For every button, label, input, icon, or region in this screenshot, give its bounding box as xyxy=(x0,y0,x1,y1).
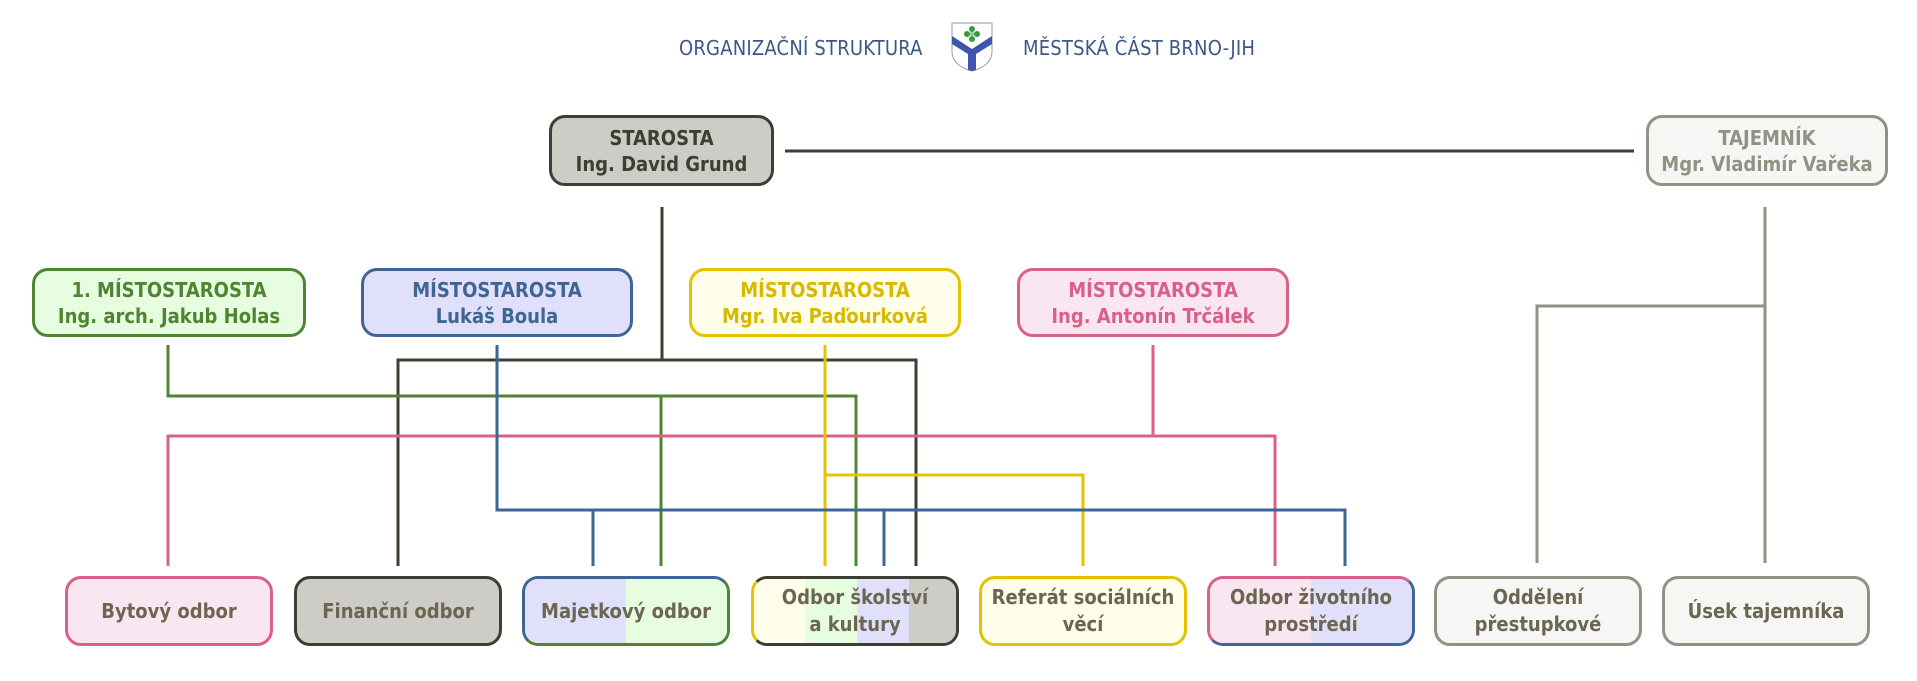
dept-oddeleni-prestupkove: Oddělení přestupkové xyxy=(1434,576,1642,646)
dept-financni-odbor: Finanční odbor xyxy=(294,576,502,646)
dept-majetkovy-odbor: Majetkový odbor xyxy=(522,576,730,646)
deputy-role: MÍSTOSTAROSTA xyxy=(740,277,910,302)
connector-tajemnik-tree xyxy=(1535,207,1767,563)
tajemnik-role: TAJEMNÍK xyxy=(1718,125,1816,150)
deputy-box-padourkova: MÍSTOSTAROSTA Mgr. Iva Paďourková xyxy=(689,268,961,337)
deputy-role: MÍSTOSTAROSTA xyxy=(412,277,582,302)
deputy-name: Mgr. Iva Paďourková xyxy=(721,303,929,328)
deputy-name: Ing. arch. Jakub Holas xyxy=(57,303,281,328)
deputy-role: 1. MÍSTOSTAROSTA xyxy=(71,277,267,302)
dept-bytovy-odbor: Bytový odbor xyxy=(65,576,273,646)
dept-odbor-zivotniho-prostredi: Odbor životního prostředí xyxy=(1207,576,1415,646)
org-structure-title: ORGANIZAČNÍ STRUKTURA xyxy=(679,36,923,60)
city-district-coat-of-arms-icon xyxy=(951,22,993,72)
tajemnik-box: TAJEMNÍK Mgr. Vladimír Vařeka xyxy=(1646,115,1888,186)
connector-green-tree xyxy=(166,345,858,566)
deputy-box-boula: MÍSTOSTAROSTA Lukáš Boula xyxy=(361,268,633,337)
starosta-name: Ing. David Grund xyxy=(575,151,748,176)
deputy-name: Ing. Antonín Trčálek xyxy=(1051,303,1255,328)
dept-referat-socialnich-veci: Referát sociálních věcí xyxy=(979,576,1187,646)
district-name-title: MĚSTSKÁ ČÁST BRNO-JIH xyxy=(1023,36,1256,60)
deputy-name: Lukáš Boula xyxy=(435,303,559,328)
connector-yellow-tree xyxy=(823,345,1085,566)
deputy-box-holas: 1. MÍSTOSTAROSTA Ing. arch. Jakub Holas xyxy=(32,268,306,337)
deputy-box-trcalek: MÍSTOSTAROSTA Ing. Antonín Trčálek xyxy=(1017,268,1289,337)
starosta-role: STAROSTA xyxy=(609,125,714,150)
dept-odbor-skolstvi: Odbor školství a kultury xyxy=(751,576,959,646)
connector-starosta-tree xyxy=(396,207,918,566)
page-header: ORGANIZAČNÍ STRUKTURA MĚSTSKÁ ČÁST BRNO-… xyxy=(0,22,1917,74)
starosta-box: STAROSTA Ing. David Grund xyxy=(549,115,774,186)
connector-blue-tree xyxy=(495,345,1347,566)
tajemnik-name: Mgr. Vladimír Vařeka xyxy=(1661,151,1873,176)
connector-pink-tree xyxy=(166,345,1277,566)
deputy-role: MÍSTOSTAROSTA xyxy=(1068,277,1238,302)
dept-usek-tajemnika: Úsek tajemníka xyxy=(1662,576,1870,646)
